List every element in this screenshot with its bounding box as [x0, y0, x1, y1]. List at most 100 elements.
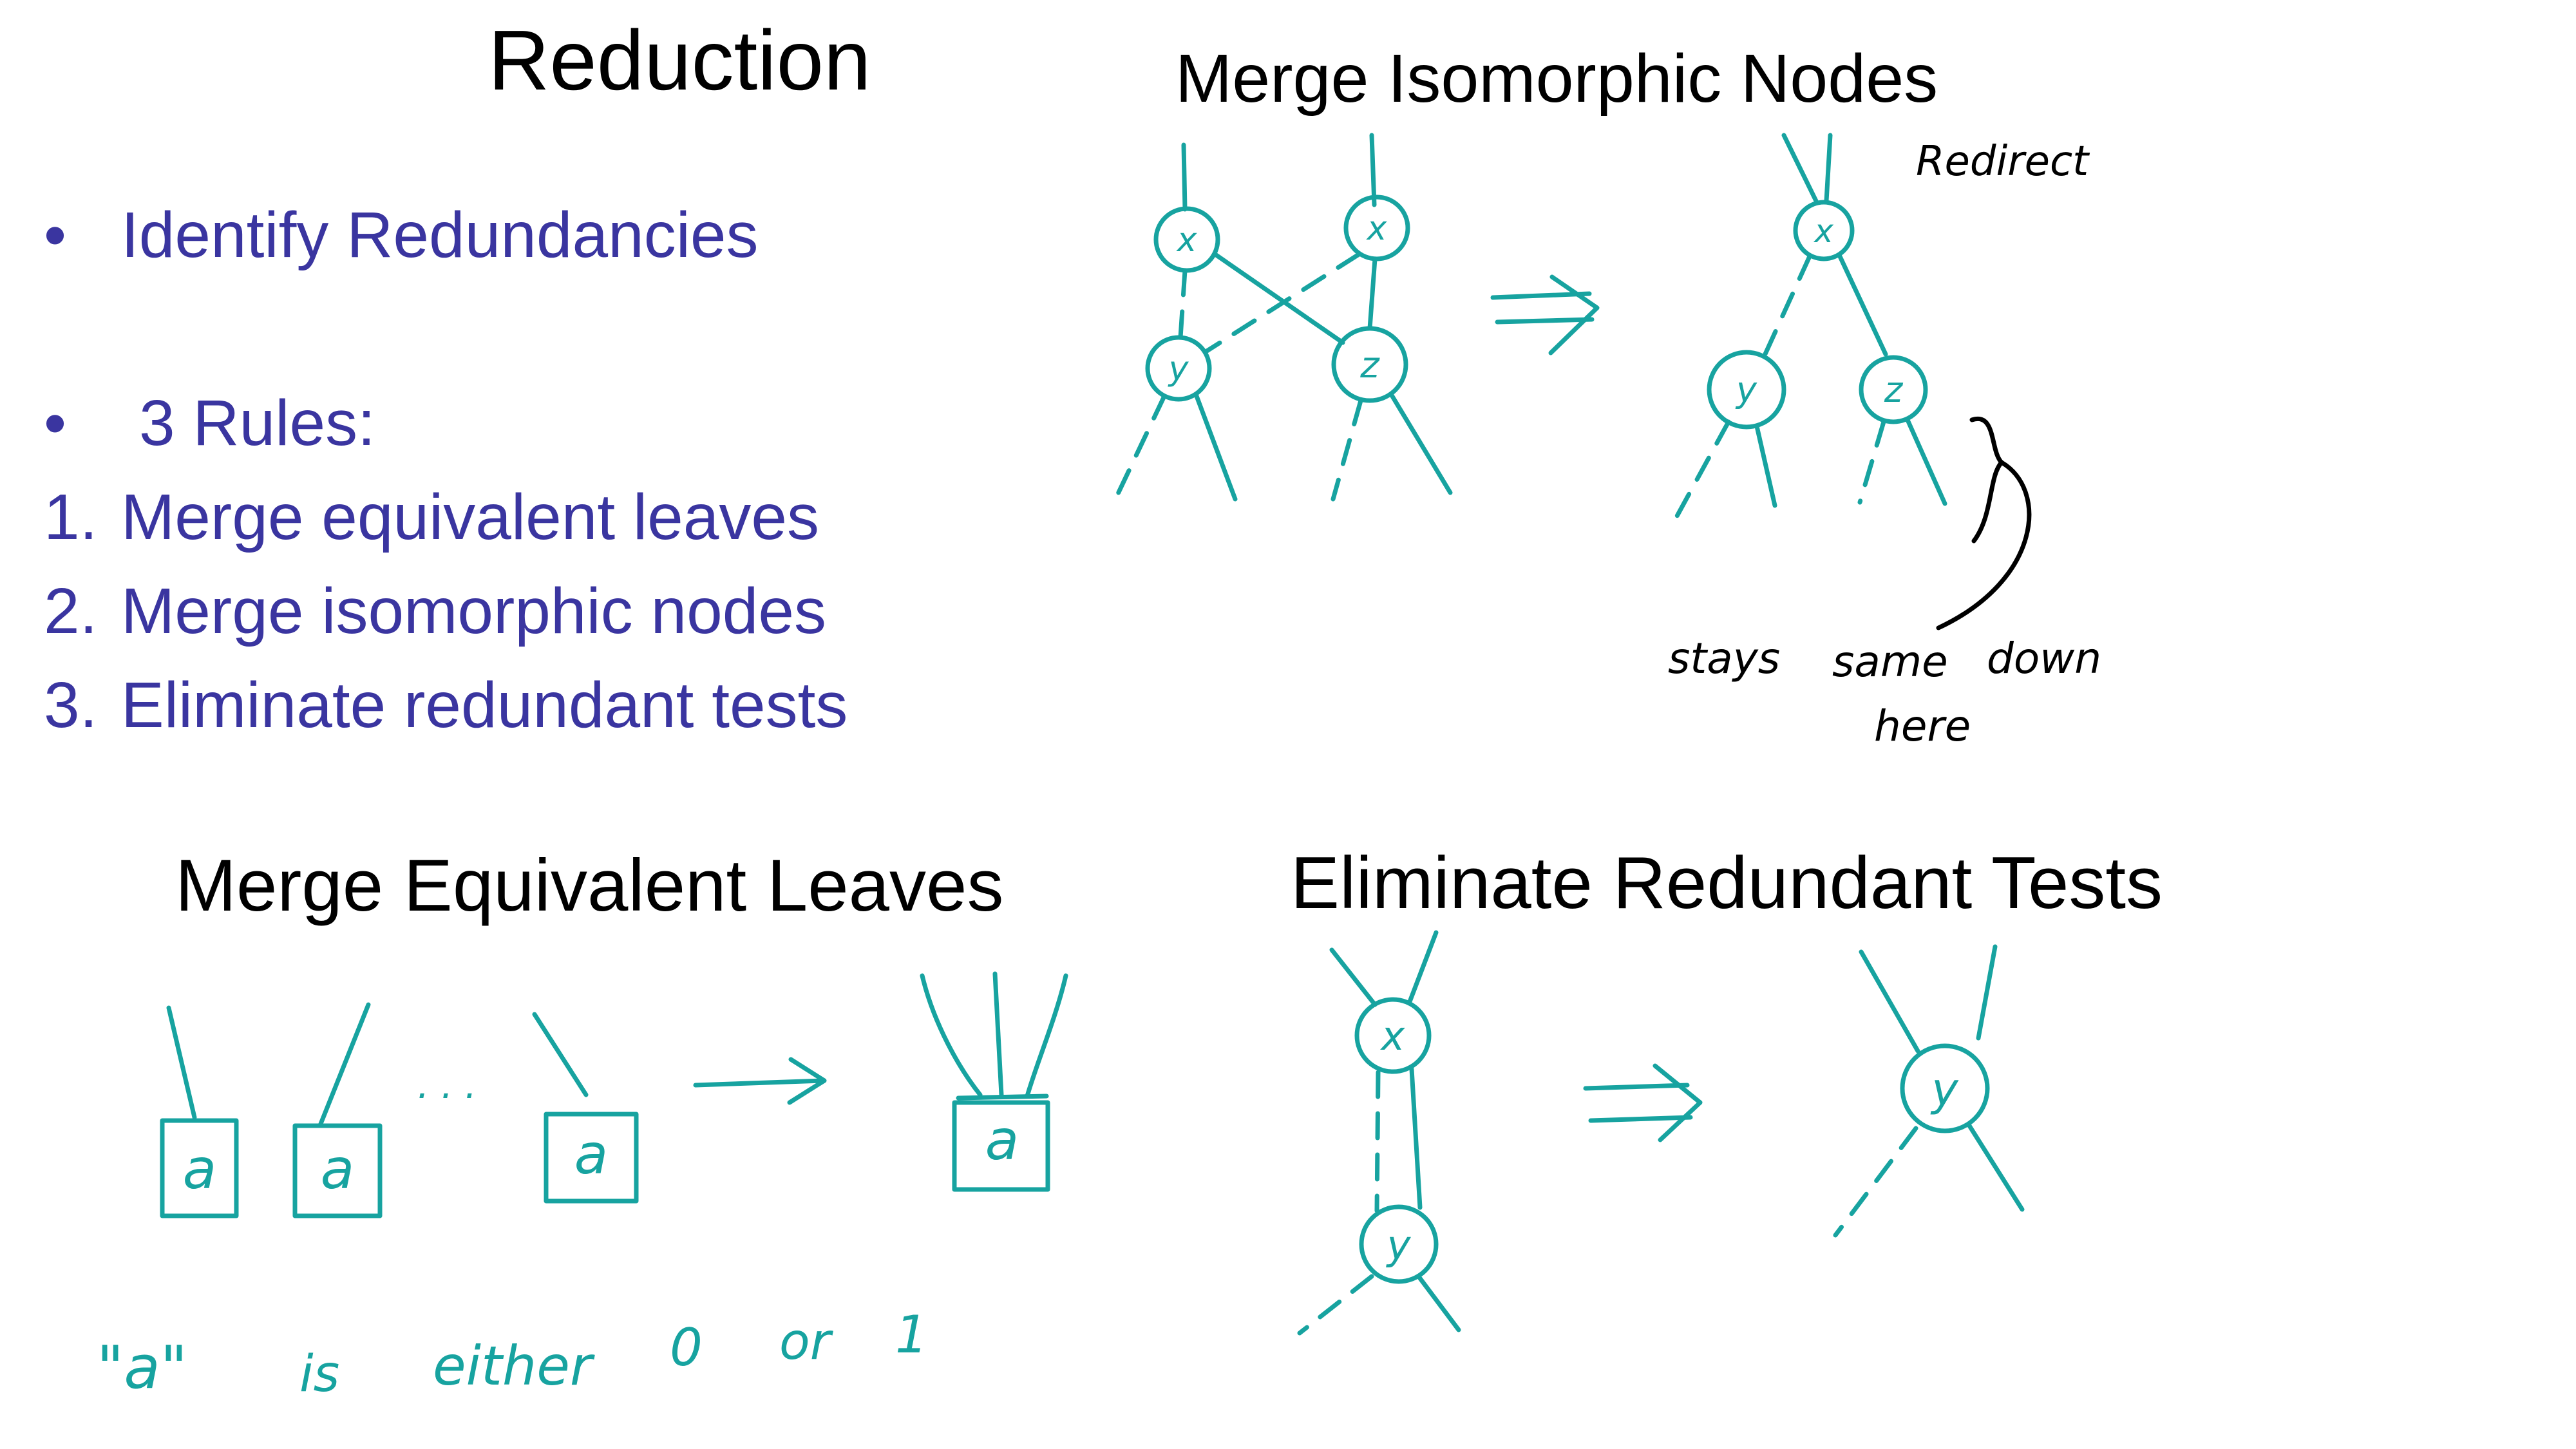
leaf-label: a [321, 1137, 355, 1202]
edge-dashed [1833, 1126, 1918, 1238]
caption-is: is [299, 1345, 339, 1403]
arrow-icon [693, 1057, 827, 1105]
caption-one: 1 [895, 1305, 928, 1365]
node-label: z [1884, 370, 1904, 410]
edge [1329, 947, 1378, 1007]
node-label: y [1930, 1063, 1959, 1116]
rule-number: 1. [44, 481, 98, 553]
leaves-before: a a a . . . [160, 1002, 639, 1218]
edge [1754, 424, 1777, 508]
isomorphic-before: x x y z [1113, 133, 1453, 502]
node-label: z [1359, 345, 1380, 386]
edge-dashed [1297, 1274, 1374, 1336]
node-y [1145, 335, 1212, 402]
rule-number: 2. [44, 575, 98, 647]
edge [1409, 1066, 1423, 1210]
leaf-label: a [183, 1137, 217, 1202]
note-here: here [1874, 701, 1971, 751]
rule-text: Merge isomorphic nodes [121, 575, 826, 647]
ellipsis: . . . [417, 1063, 477, 1107]
edge [1181, 142, 1188, 212]
bullet-identify-text: Identify Redundancies [121, 199, 759, 271]
node-y [1359, 1204, 1439, 1284]
bullet-rules-header: • 3 Rules: [44, 376, 848, 470]
edge-dashed [1331, 398, 1363, 502]
edge [1967, 1123, 2025, 1212]
node-label: y [1735, 370, 1757, 410]
node-label: x [1176, 221, 1198, 260]
edge [532, 1012, 589, 1097]
edge-dashed [1113, 393, 1167, 502]
caption-or: or [779, 1313, 834, 1371]
node-z [1859, 355, 1928, 424]
node-label: x [1813, 213, 1833, 250]
leaf-box [952, 1100, 1050, 1192]
rule-item-2: 2. Merge isomorphic nodes [44, 564, 848, 658]
note-same: same [1832, 637, 1948, 687]
note-stays: stays [1668, 634, 1780, 683]
caption-quote: "a" [97, 1333, 187, 1402]
node-y [1707, 350, 1786, 430]
edge [1859, 949, 1920, 1054]
edge [1388, 392, 1453, 495]
edge [992, 971, 1004, 1097]
leaf-label: a [574, 1122, 609, 1187]
edge [1367, 256, 1378, 331]
note-down: down [1987, 634, 2101, 683]
heading-eliminate-tests: Eliminate Redundant Tests [1291, 842, 2163, 924]
edge [1417, 1276, 1461, 1332]
rules-header-text: 3 Rules: [139, 387, 375, 459]
rule-number: 3. [44, 669, 98, 741]
heading-merge-leaves: Merge Equivalent Leaves [175, 845, 1004, 927]
brace-arrow-icon [1936, 416, 2032, 630]
heading-merge-isomorphic: Merge Isomorphic Nodes [1175, 41, 1938, 117]
rule-item-3: 3. Eliminate redundant tests [44, 658, 848, 752]
bullet-dot: • [44, 387, 67, 459]
edge [1976, 944, 1998, 1041]
node-label: y [1386, 1222, 1412, 1269]
edge [1194, 393, 1238, 502]
edge-dashed [1178, 268, 1188, 340]
edge-dashed [1857, 419, 1886, 505]
node-label: y [1168, 350, 1189, 388]
edge [1905, 417, 1947, 506]
edge [318, 1002, 371, 1126]
edge-dashed [1762, 254, 1812, 358]
edge [1837, 252, 1888, 357]
double-arrow-icon [1583, 1063, 1703, 1142]
bullet-identify: • Identify Redundancies [44, 188, 848, 282]
edge [1369, 133, 1377, 207]
node-y [1900, 1043, 1990, 1133]
leaf-label: a [985, 1108, 1019, 1173]
edge-dashed [1204, 252, 1361, 354]
edge [1781, 133, 1819, 204]
page-title: Reduction [488, 13, 871, 108]
isomorphic-after: x y z [1673, 133, 1947, 521]
edge [1025, 973, 1068, 1099]
edge [1824, 133, 1833, 204]
leaf-box [160, 1118, 239, 1218]
leaf-box [544, 1112, 639, 1204]
node-label: x [1380, 1012, 1406, 1059]
leaves-after: a [920, 971, 1068, 1192]
rule-item-1: 1. Merge equivalent leaves [44, 470, 848, 564]
rule-text: Eliminate redundant tests [121, 669, 848, 741]
leaves-caption: "a" is either 0 or 1 [97, 1305, 928, 1403]
bullet-dot: • [44, 199, 67, 271]
edge-dashed [1673, 419, 1731, 521]
leaf-box [292, 1123, 383, 1218]
edge [1406, 930, 1439, 1006]
edge [1213, 252, 1345, 345]
tests-after: y [1833, 944, 2025, 1238]
double-arrow-icon [1490, 274, 1600, 355]
rule-text: Merge equivalent leaves [121, 481, 819, 553]
edge [956, 1094, 1049, 1101]
node-label: x [1366, 209, 1388, 248]
edge-dashed [1374, 1070, 1381, 1213]
note-redirect: Redirect [1916, 138, 2090, 185]
node-x [1793, 200, 1855, 261]
edge [920, 973, 983, 1097]
tests-before: x y [1297, 930, 1461, 1336]
node-x [1354, 997, 1432, 1074]
caption-either: either [433, 1334, 595, 1397]
